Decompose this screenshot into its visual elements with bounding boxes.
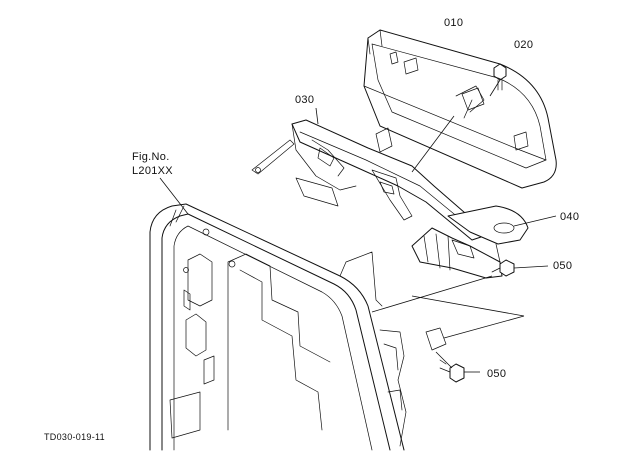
fig-number-label: Fig.No.	[132, 151, 170, 163]
cabin-frame-panel	[149, 203, 407, 451]
part-040-side-bracket	[411, 205, 557, 279]
fig-number-value: L201XX	[132, 165, 173, 177]
part-050-bolt-lower	[439, 359, 480, 383]
callout-020: 020	[514, 39, 533, 51]
drawing-id: TD030-019-11	[44, 432, 105, 442]
assembly-leader-line	[411, 115, 455, 173]
alignment-lines	[371, 275, 525, 369]
part-030-mounting-bracket	[251, 85, 485, 241]
fig-label-leader	[159, 177, 189, 215]
part-020-screw	[489, 63, 507, 97]
callout-050-upper: 050	[553, 260, 572, 272]
part-050-bolt-upper	[491, 259, 549, 277]
callout-050-lower: 050	[487, 368, 506, 380]
callout-030: 030	[295, 94, 314, 106]
callout-010: 010	[444, 17, 463, 29]
part-010-instrument-cover	[363, 29, 557, 189]
callout-040: 040	[560, 211, 579, 223]
